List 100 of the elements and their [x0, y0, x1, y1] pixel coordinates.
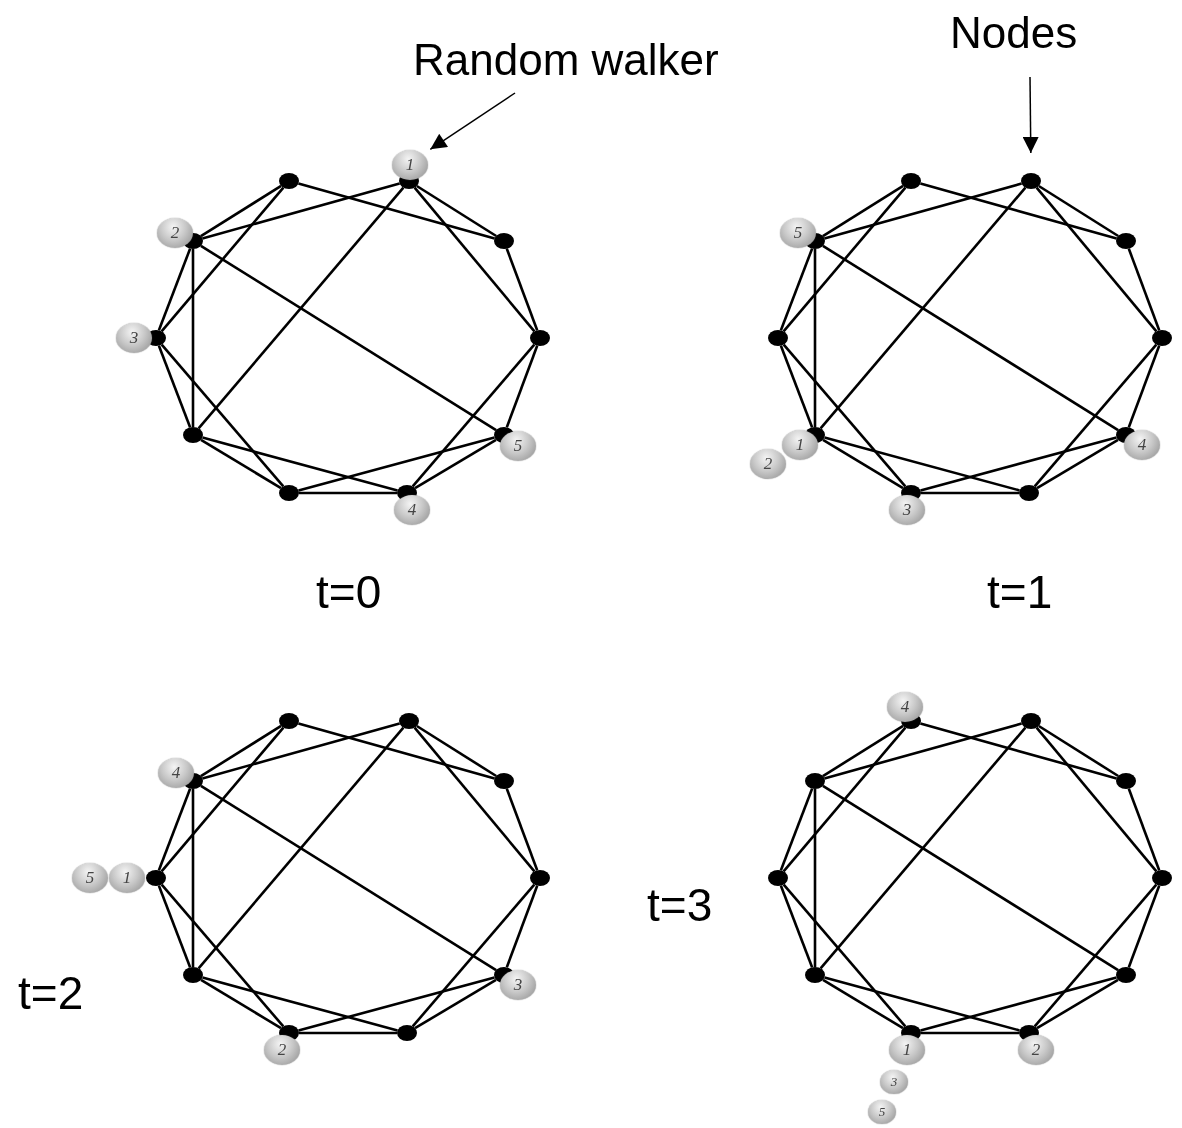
graph-edge	[813, 789, 817, 967]
random-walker: 5	[780, 218, 816, 248]
random-walker: 1	[782, 430, 818, 460]
network-node	[279, 485, 299, 501]
graph-edge	[921, 1031, 1019, 1035]
graph-edge	[299, 1031, 397, 1035]
graph-edge	[822, 978, 904, 1030]
graph-edge	[1038, 724, 1119, 778]
graph-edge	[200, 978, 282, 1030]
graph-edge	[920, 436, 1117, 492]
random-walker: 4	[158, 758, 194, 788]
graph-edge	[505, 885, 539, 968]
network-node	[397, 1025, 417, 1041]
graph-edge	[298, 722, 495, 780]
graph-edge	[197, 726, 405, 970]
graph-edge	[416, 184, 497, 238]
network-node	[1021, 173, 1041, 189]
graph-edge	[416, 724, 497, 778]
graph-edge	[160, 186, 285, 333]
graph-edge	[202, 436, 398, 492]
network-node	[768, 330, 788, 346]
network-node	[901, 173, 921, 189]
random-walker: 1	[109, 863, 145, 893]
time-label: t=3	[647, 880, 713, 930]
graph-edge	[824, 182, 1022, 240]
graph-edge	[782, 343, 907, 488]
graph-edge	[298, 436, 495, 492]
graph-edge	[920, 976, 1117, 1032]
graph-edge	[200, 184, 282, 238]
leader-arrow	[429, 92, 516, 151]
graph-edge	[819, 186, 1027, 430]
graph-edge	[822, 438, 904, 490]
graph-edge	[160, 883, 285, 1028]
graph-edge	[824, 722, 1022, 780]
annotation-text: Nodes	[950, 9, 1078, 57]
network-node	[530, 330, 550, 346]
graph-edge	[202, 182, 400, 240]
random-walker: 3	[116, 323, 152, 353]
time-label: t=0	[316, 567, 382, 617]
network-node	[494, 773, 514, 789]
graph-edge	[413, 726, 536, 873]
graph-edge	[1127, 885, 1161, 968]
graph-edge	[411, 883, 536, 1028]
graph-edge	[200, 784, 497, 972]
time-label: t=2	[18, 968, 84, 1018]
graph-edge	[1033, 883, 1158, 1028]
network-node	[1152, 330, 1172, 346]
network-node	[279, 173, 299, 189]
graph-edge	[191, 789, 195, 967]
graph-edge	[920, 182, 1117, 240]
network-node	[805, 967, 825, 983]
random-walker: 3	[889, 495, 925, 525]
random-walker: 3	[500, 970, 536, 1000]
graph-edge	[411, 343, 536, 488]
random-walker: 1	[889, 1035, 925, 1065]
graph-edge	[413, 186, 536, 333]
graph-edge	[824, 436, 1020, 492]
random-walker: 4	[887, 692, 923, 722]
network-node	[183, 967, 203, 983]
graph-edge	[822, 724, 904, 778]
graph-edge	[822, 244, 1119, 432]
graph-edge	[299, 491, 397, 495]
random-walker: 4	[1124, 430, 1160, 460]
network-node	[279, 713, 299, 729]
graph-edge	[779, 885, 814, 968]
network-node	[1021, 713, 1041, 729]
graph-edge	[1036, 978, 1119, 1030]
random-walker: 2	[157, 218, 193, 248]
graph-edge	[157, 788, 192, 871]
random-walker: 1	[392, 150, 428, 180]
graph-edge	[298, 182, 495, 240]
graph-edge	[779, 248, 814, 331]
random-walker: 2	[264, 1035, 300, 1065]
random-walker: 2	[1018, 1035, 1054, 1065]
graph-edge	[782, 883, 907, 1028]
graph-edge	[414, 438, 497, 490]
graph-edge	[920, 722, 1117, 780]
graph-edge	[1127, 248, 1161, 331]
graph-edge	[782, 726, 907, 873]
graph-edge	[779, 788, 814, 871]
network-node	[530, 870, 550, 886]
graph-edge	[1035, 186, 1158, 333]
network-node	[1152, 870, 1172, 886]
graph-edge	[160, 726, 285, 873]
graph-edge	[157, 248, 192, 331]
graph-edge	[1127, 345, 1161, 428]
random-walker: 5	[868, 1100, 896, 1124]
graph-edge	[160, 343, 285, 488]
annotation-text: Random walker	[413, 36, 719, 84]
graph-edge	[779, 345, 814, 428]
network-node	[768, 870, 788, 886]
network-node	[1116, 967, 1136, 983]
graph-edge	[191, 249, 195, 427]
graph-edge	[1038, 184, 1119, 238]
graph-edge	[202, 722, 400, 780]
network-node	[183, 427, 203, 443]
random-walker: 2	[750, 449, 786, 479]
graph-edge	[819, 726, 1027, 970]
graph-edge	[813, 249, 817, 427]
graph-edge	[157, 345, 192, 428]
